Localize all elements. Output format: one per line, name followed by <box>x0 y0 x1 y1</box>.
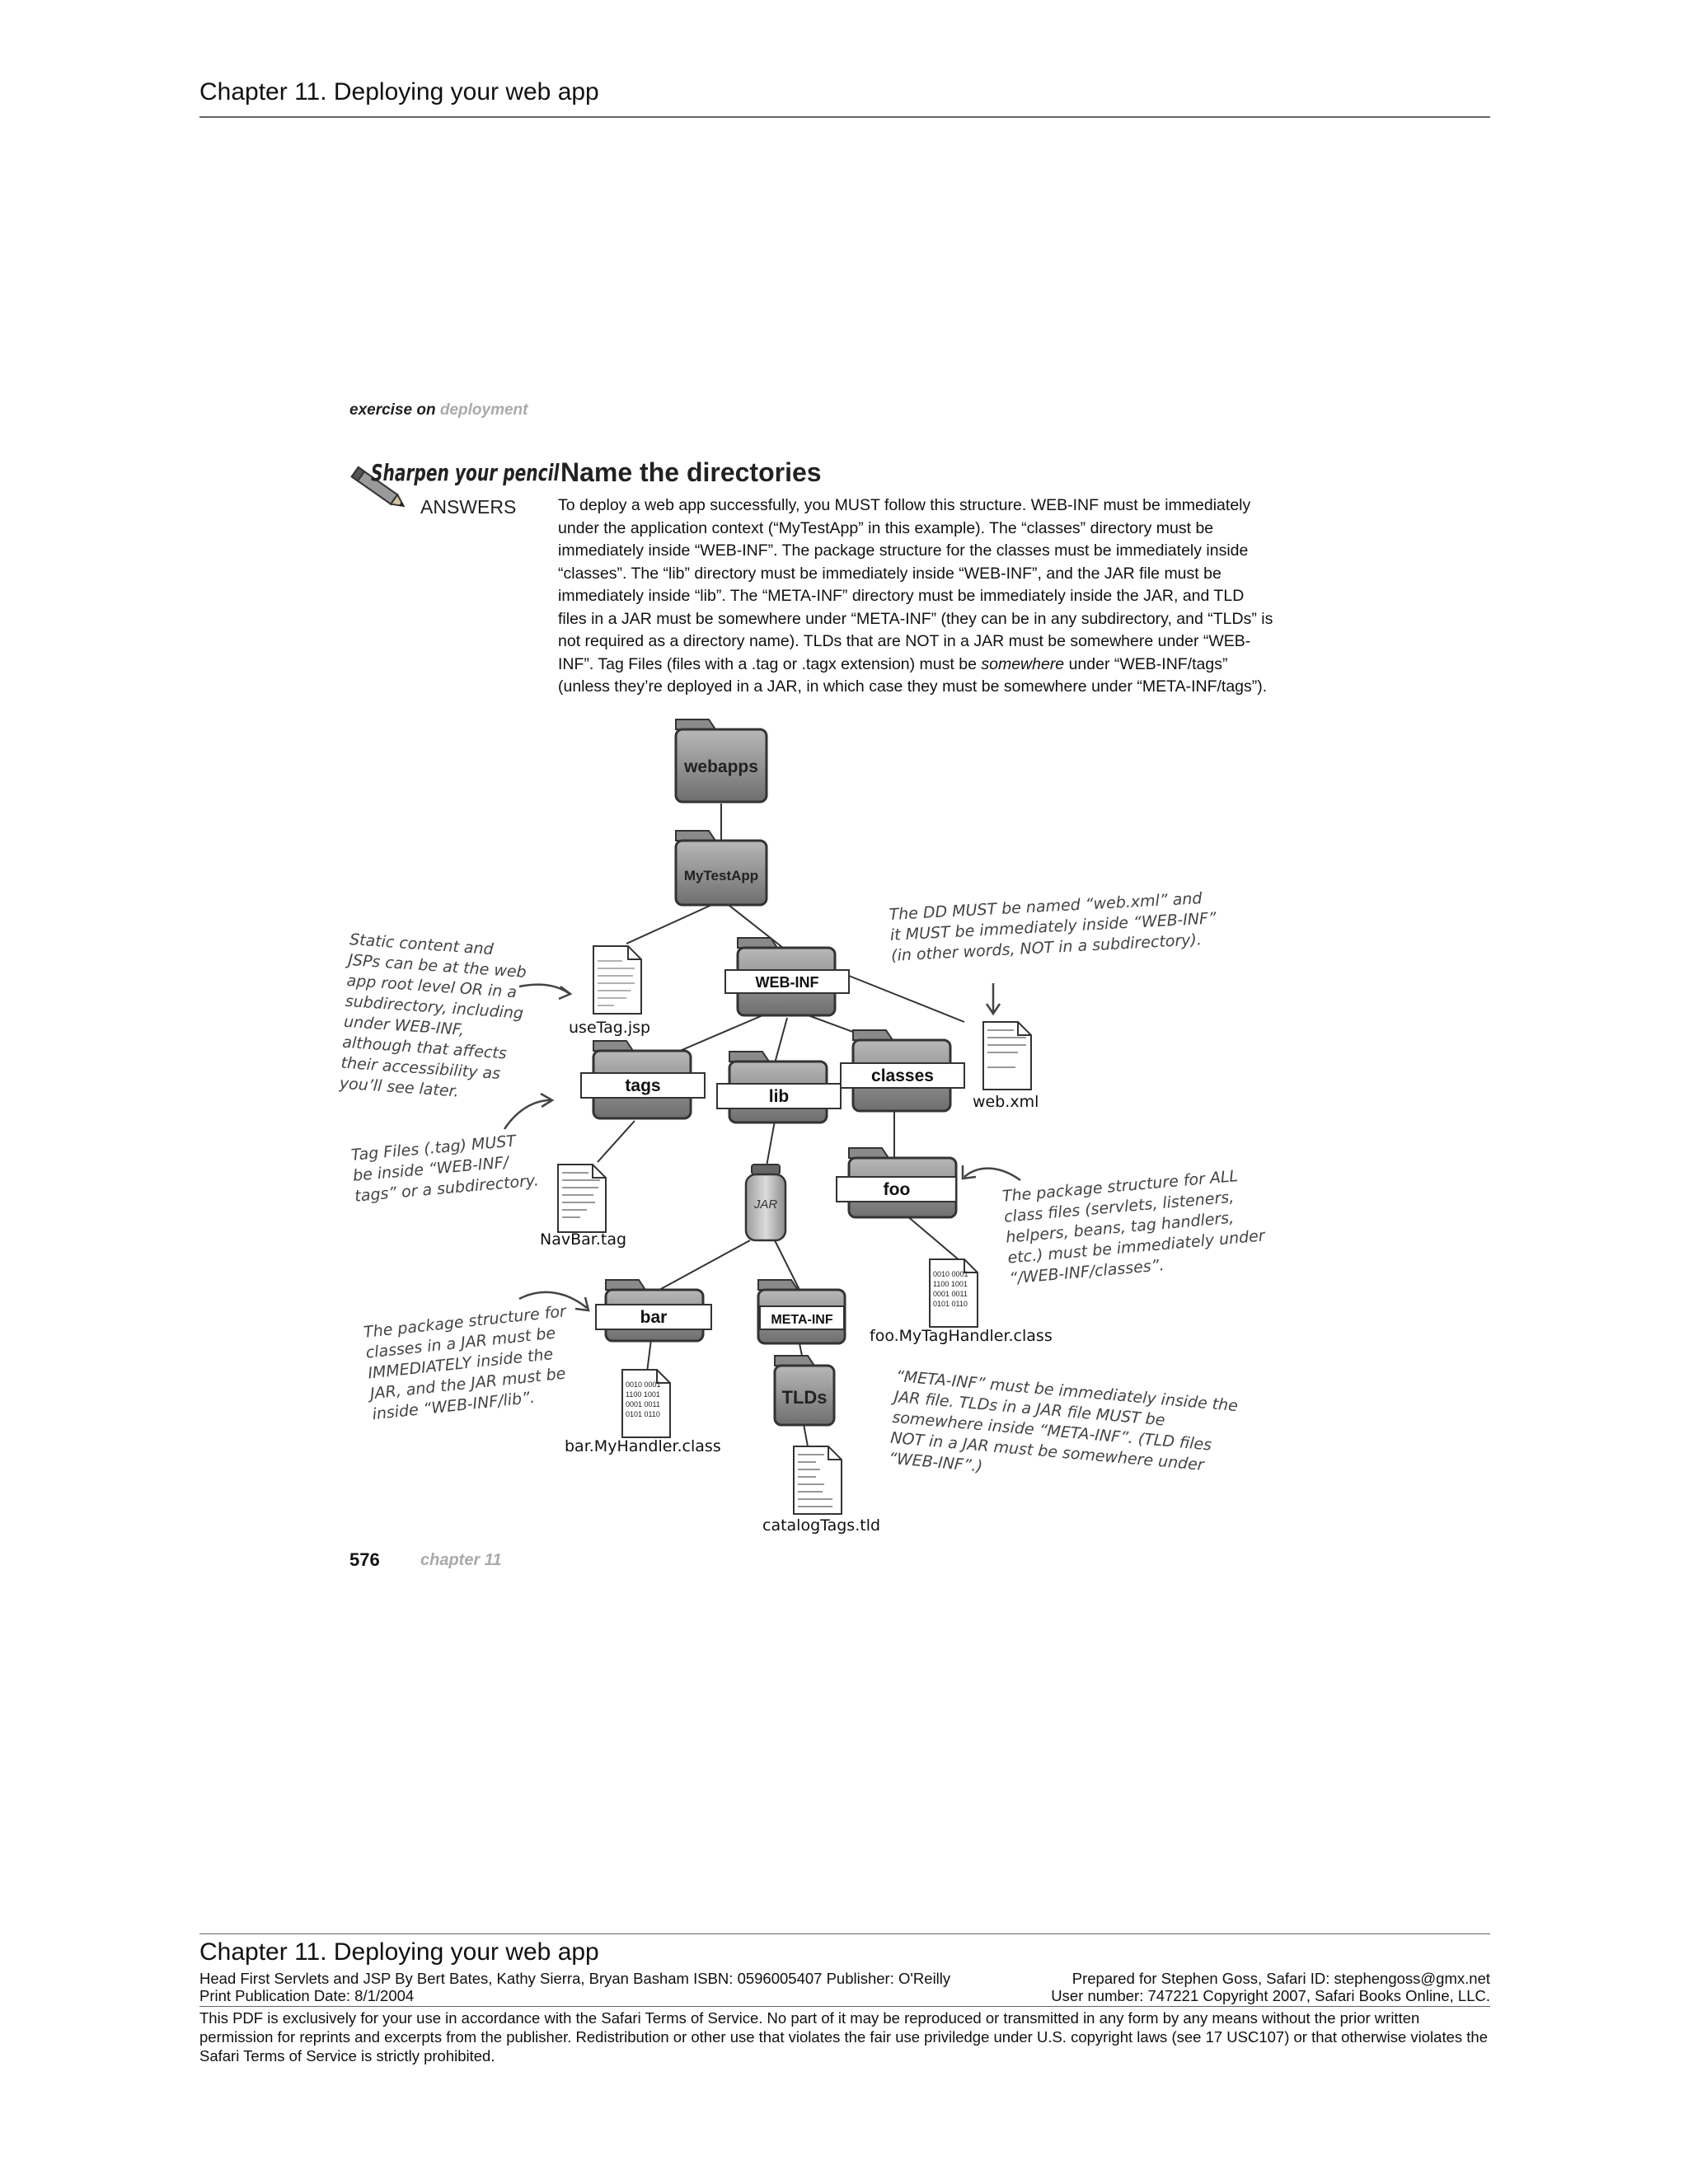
tree-connectors <box>598 804 964 1446</box>
footer-top-rule <box>199 1933 1490 1934</box>
mytestapp-folder: MyTestApp <box>676 831 767 905</box>
svg-text:0010 0001: 0010 0001 <box>626 1380 661 1389</box>
navbar-file-label: NavBar.tag <box>540 1230 626 1249</box>
catalog-file-icon <box>794 1446 842 1514</box>
footer-title: Chapter 11. Deploying your web app <box>199 1938 599 1966</box>
tags-folder: tags <box>581 1041 705 1118</box>
page-chapter: chapter 11 <box>420 1551 502 1570</box>
svg-text:1100 1001: 1100 1001 <box>933 1280 968 1288</box>
bar-label: bar <box>640 1308 668 1327</box>
classes-folder: classes <box>841 1030 964 1111</box>
metainf-label: META-INF <box>771 1313 832 1327</box>
jar-label: JAR <box>753 1197 778 1212</box>
tlds-label: TLDs <box>782 1387 828 1408</box>
webapps-label: webapps <box>683 757 758 776</box>
foo-class-file-icon: 0010 0001 1100 1001 0001 0011 0101 0110 <box>930 1259 978 1327</box>
svg-text:0001 0011: 0001 0011 <box>933 1290 968 1298</box>
svg-text:0010 0001: 0010 0001 <box>933 1270 968 1278</box>
webapps-folder: webapps <box>676 719 767 802</box>
webxml-file-icon <box>983 1022 1031 1090</box>
mytestapp-label: MyTestApp <box>684 868 758 883</box>
navbar-file-icon <box>558 1165 606 1232</box>
metainf-folder: META-INF <box>758 1280 845 1343</box>
svg-text:0001 0011: 0001 0011 <box>626 1400 660 1408</box>
usetag-file-label: useTag.jsp <box>569 1019 650 1037</box>
catalog-file-label: catalogTags.tld <box>762 1516 880 1535</box>
webinf-folder: WEB-INF <box>725 938 849 1015</box>
page-number: 576 <box>349 1549 380 1571</box>
webxml-file-label: web.xml <box>973 1093 1039 1111</box>
webinf-label: WEB-INF <box>756 974 819 991</box>
footer-book-info: Head First Servlets and JSP By Bert Bate… <box>199 1970 950 1988</box>
footer-legal-text: This PDF is exclusively for your use in … <box>199 2008 1490 2065</box>
lib-label: lib <box>769 1087 790 1106</box>
tags-label: tags <box>625 1076 660 1095</box>
footer-user-number: User number: 747221 Copyright 2007, Safa… <box>1051 1987 1490 2005</box>
bar-folder: bar <box>596 1280 711 1341</box>
lib-folder: lib <box>717 1052 841 1122</box>
footer-pub-date: Print Publication Date: 8/1/2004 <box>199 1987 414 2005</box>
svg-text:0101 0110: 0101 0110 <box>933 1300 968 1308</box>
foo-folder: foo <box>837 1148 956 1217</box>
svg-text:0101 0110: 0101 0110 <box>626 1410 660 1418</box>
svg-text:1100 1001: 1100 1001 <box>626 1390 660 1399</box>
bar-class-file-label: bar.MyHandler.class <box>565 1437 721 1455</box>
classes-label: classes <box>871 1066 934 1085</box>
note-static-content: Static content and JSPs can be at the we… <box>339 930 528 1107</box>
tlds-folder: TLDs <box>775 1356 834 1425</box>
usetag-file-icon <box>593 946 641 1014</box>
footer-prepared-for: Prepared for Stephen Goss, Safari ID: st… <box>1072 1970 1490 1988</box>
foo-label: foo <box>884 1180 911 1199</box>
note-jar-structure: The package structure for classes in a J… <box>363 1301 575 1425</box>
footer-rule <box>199 2006 1490 2007</box>
jar-icon: JAR <box>746 1165 785 1240</box>
foo-class-file-label: foo.MyTagHandler.class <box>870 1327 1053 1345</box>
